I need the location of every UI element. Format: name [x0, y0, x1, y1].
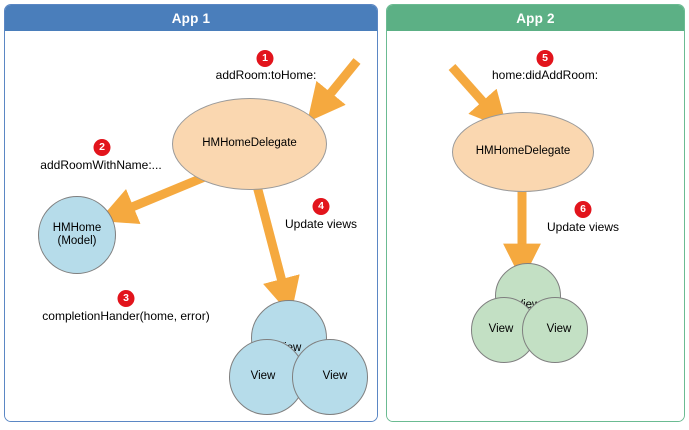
step-label-3: completionHander(home, error) — [42, 309, 210, 323]
app2-view-circle-right: View — [522, 297, 588, 363]
app2-view-label-left: View — [488, 323, 514, 336]
app1-model-circle: HMHome (Model) — [38, 196, 116, 274]
step-badge-6: 6 — [574, 201, 592, 218]
panel-app2: App 2 — [386, 4, 685, 422]
step-label-2: addRoomWithName:... — [40, 158, 162, 172]
app2-delegate-label: HMHomeDelegate — [475, 145, 571, 158]
app1-view-label-right: View — [322, 370, 348, 383]
app2-view-label-right: View — [546, 323, 572, 336]
panel-app2-body — [387, 31, 684, 421]
step-badge-5: 5 — [536, 50, 554, 67]
step-badge-2: 2 — [93, 139, 111, 156]
step-badge-4: 4 — [312, 198, 330, 215]
app1-view-label-left: View — [250, 370, 276, 383]
app1-view-circle-right: View — [292, 339, 368, 415]
step-label-5: home:didAddRoom: — [491, 68, 599, 82]
step-label-4: Update views — [284, 217, 358, 231]
step-label-1: addRoom:toHome: — [215, 68, 317, 82]
step-badge-1: 1 — [256, 50, 274, 67]
app1-delegate-label: HMHomeDelegate — [202, 137, 297, 150]
app1-model-label-line1: HMHome — [52, 221, 102, 234]
app1-model-label-line2: (Model) — [57, 235, 97, 247]
panel-app1-header: App 1 — [5, 5, 377, 31]
app1-delegate-ellipse: HMHomeDelegate — [172, 98, 327, 190]
step-label-6: Update views — [546, 220, 620, 234]
step-badge-3: 3 — [117, 290, 135, 307]
panel-app2-header: App 2 — [387, 5, 684, 31]
app2-delegate-ellipse: HMHomeDelegate — [452, 112, 594, 192]
